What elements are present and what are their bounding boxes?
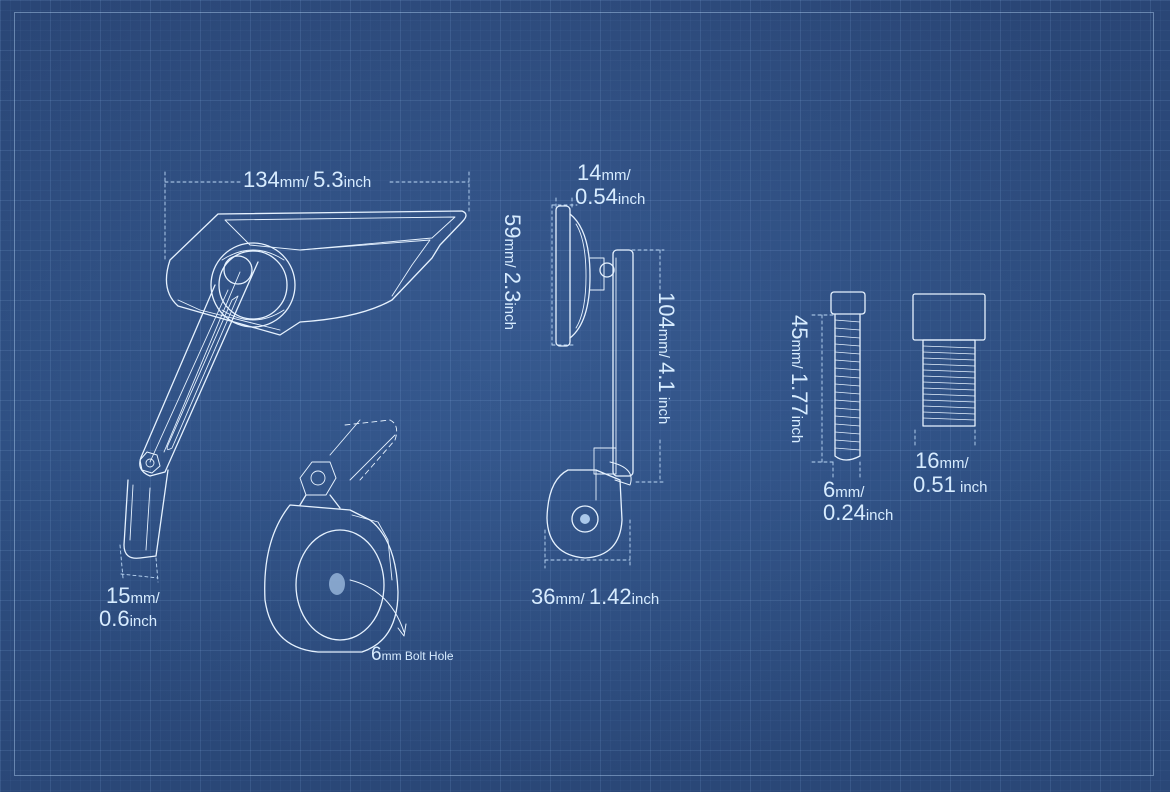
bolt-length-value-inch: 1.77 <box>787 372 812 416</box>
mirror-assembly-drawing <box>123 210 467 559</box>
clamp-thickness-unit-inch: inch <box>129 613 158 630</box>
clamp-thickness-separator: / <box>155 590 160 607</box>
clamp-width-dimension-label: 36mm/ 1.42inch <box>531 586 659 608</box>
clamp-thickness-value: 15 <box>106 583 131 608</box>
clamp-thickness-value-inch: 0.6 <box>99 606 130 631</box>
arm-value-inch: 4.1 <box>654 362 679 393</box>
height-unit: mm <box>501 238 518 264</box>
nut-diameter-value-inch: 0.51 <box>913 472 956 497</box>
bolt-drawing <box>830 291 866 461</box>
bolt-diameter-value-inch: 0.24 <box>823 500 866 525</box>
clamp-width-separator: / <box>580 591 589 608</box>
bolt-diameter-label-line2: 0.24inch <box>823 502 893 524</box>
nut-diameter-unit: mm <box>939 455 965 472</box>
clamp-width-value: 36 <box>531 584 556 609</box>
bolt-hole-value: 6 <box>371 644 382 665</box>
arm-unit: mm <box>655 328 672 354</box>
bolt-length-unit: mm <box>788 339 805 365</box>
nut-diameter-unit-inch: inch <box>955 479 988 496</box>
bolt-diameter-label-line1: 6mm/ <box>823 479 864 501</box>
depth-unit: mm <box>601 167 627 184</box>
side-view-drawing <box>546 205 634 559</box>
arm-dimension-label: 104mm/ 4.1 inch <box>654 292 679 425</box>
width-dimension-label: 134mm/ 5.3inch <box>243 169 371 191</box>
bolt-hole-unit: mm <box>381 649 402 663</box>
bolt-length-value: 45 <box>787 315 812 340</box>
arm-unit-inch: inch <box>655 392 672 425</box>
depth-value-inch: 0.54 <box>575 184 618 209</box>
nut-diameter-separator: / <box>964 455 969 472</box>
bolt-diameter-unit-inch: inch <box>865 507 894 524</box>
clamp-thickness-label-line2: 0.6inch <box>99 608 157 630</box>
width-unit: mm <box>279 174 305 191</box>
width-separator: / <box>304 174 314 191</box>
bolt-length-label: 45mm/ 1.77inch <box>787 315 812 444</box>
depth-dimension-label-line1: 14mm/ <box>577 162 631 184</box>
depth-separator: / <box>626 167 631 184</box>
bolt-hole-text: Bolt Hole <box>401 649 454 663</box>
bolt-length-separator: / <box>788 364 805 373</box>
blueprint-frame <box>14 12 1154 776</box>
height-unit-inch: inch <box>501 302 518 330</box>
clamp-width-unit-inch: inch <box>631 591 660 608</box>
nut-diameter-label-line1: 16mm/ <box>915 450 969 472</box>
width-value: 134 <box>243 167 280 192</box>
clamp-width-unit: mm <box>555 591 581 608</box>
clamp-perspective-drawing <box>264 419 407 653</box>
nut-diameter-value: 16 <box>915 448 940 473</box>
clamp-thickness-label-line1: 15mm/ <box>106 585 160 607</box>
width-unit-inch: inch <box>343 174 372 191</box>
height-value: 59 <box>500 214 525 239</box>
clamp-width-value-inch: 1.42 <box>588 584 632 609</box>
height-dimension-label: 59mm/ 2.3inch <box>500 214 525 330</box>
nut-diameter-label-line2: 0.51 inch <box>913 474 988 496</box>
bolt-diameter-unit: mm <box>835 484 861 501</box>
arm-separator: / <box>655 353 672 363</box>
dimension-lines <box>119 171 976 583</box>
height-separator: / <box>501 263 518 272</box>
depth-dimension-label-line2: 0.54inch <box>575 186 645 208</box>
nut-drawing <box>912 293 986 427</box>
bolt-diameter-value: 6 <box>823 477 836 502</box>
bolt-diameter-separator: / <box>860 484 865 501</box>
height-value-inch: 2.3 <box>500 271 525 303</box>
arm-value: 104 <box>654 292 679 329</box>
bolt-length-unit-inch: inch <box>788 415 805 444</box>
depth-unit-inch: inch <box>617 191 646 208</box>
clamp-thickness-unit: mm <box>130 590 156 607</box>
width-value-inch: 5.3 <box>313 167 344 192</box>
depth-value: 14 <box>577 160 602 185</box>
bolt-hole-label: 6mm Bolt Hole <box>371 645 454 664</box>
